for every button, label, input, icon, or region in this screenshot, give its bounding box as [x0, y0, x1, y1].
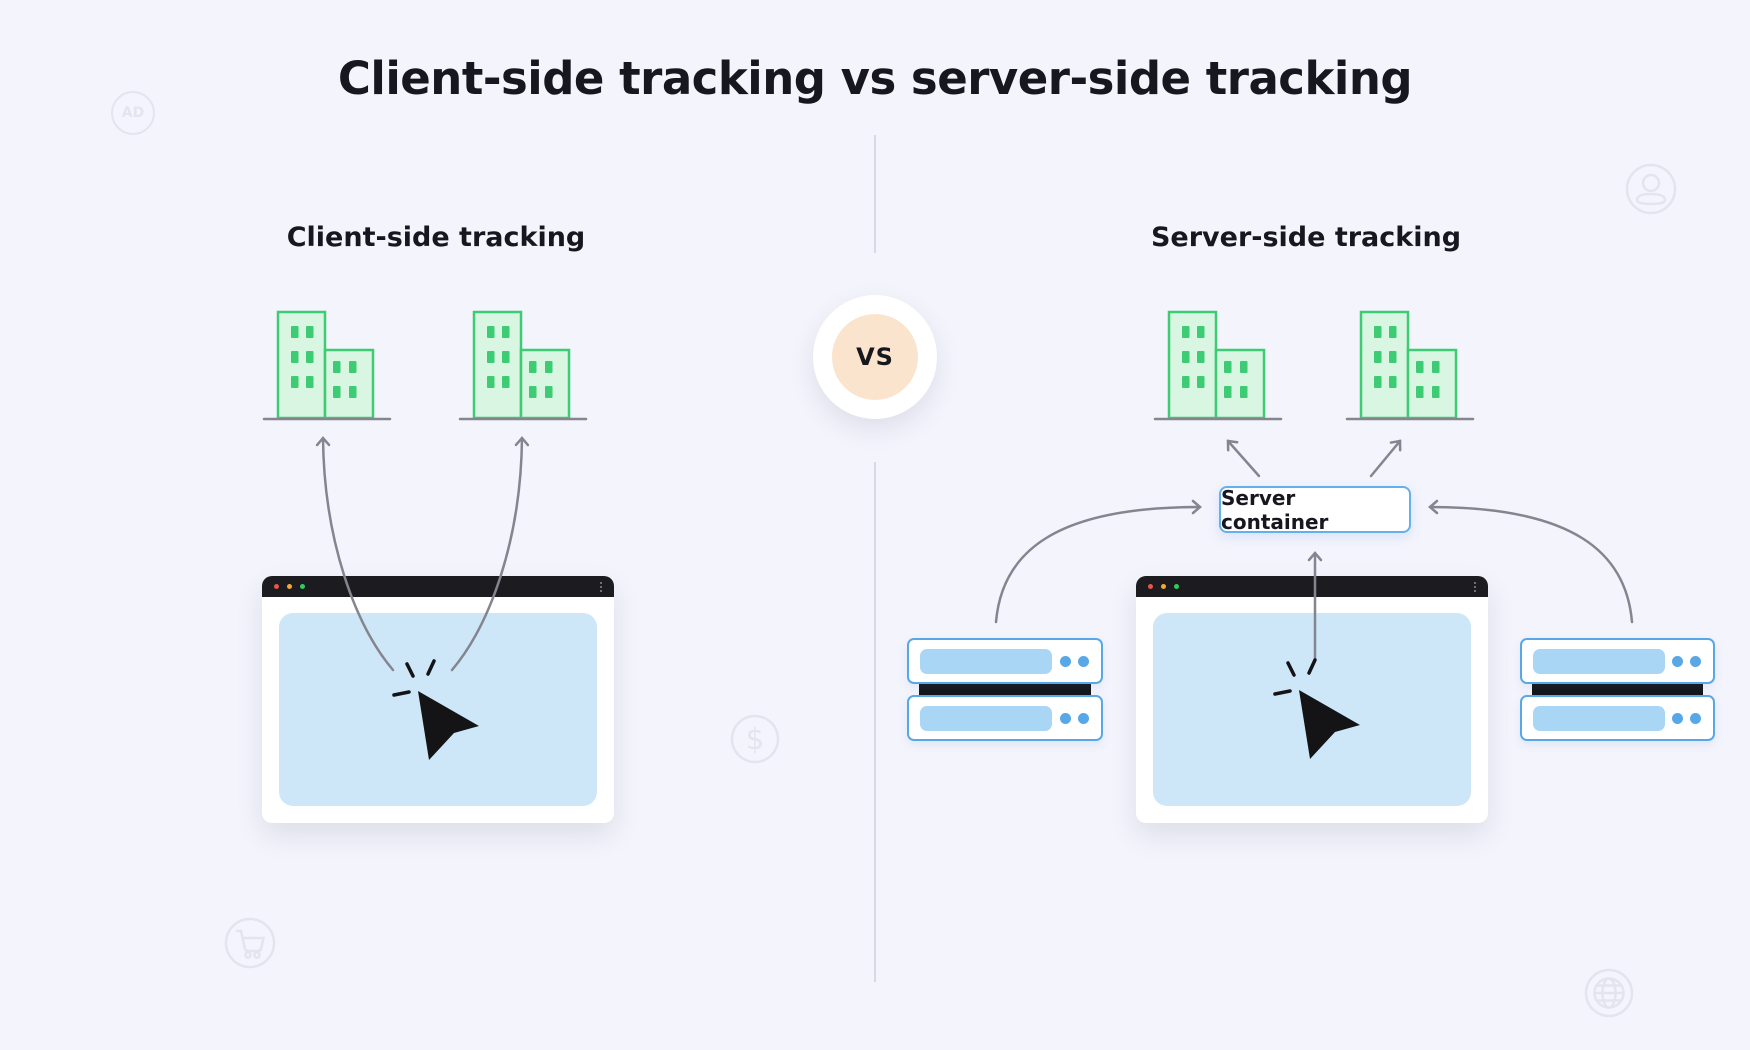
svg-text:$: $	[746, 722, 764, 756]
rack-led-lights	[1060, 713, 1089, 724]
click-cursor-icon	[392, 659, 479, 760]
arrow-container-to-building-right2	[1369, 439, 1402, 478]
rack-unit	[1520, 695, 1715, 741]
browser-titlebar	[262, 576, 614, 597]
traffic-light-orange-icon	[287, 584, 292, 589]
page-title: Client-side tracking vs server-side trac…	[337, 52, 1413, 105]
dollar-icon: $	[730, 714, 780, 764]
building-icon	[262, 310, 392, 421]
traffic-light-green-icon	[300, 584, 305, 589]
rack-led-lights	[1672, 656, 1701, 667]
divider-line-top	[874, 135, 876, 253]
server-side-heading: Server-side tracking	[1150, 222, 1462, 253]
server-rack-icon	[1520, 638, 1715, 741]
rack-unit	[1520, 638, 1715, 684]
cart-icon	[224, 917, 276, 969]
kebab-menu-icon	[600, 581, 602, 592]
traffic-light-red-icon	[274, 584, 279, 589]
click-cursor-icon	[1273, 658, 1360, 759]
traffic-light-red-icon	[1148, 584, 1153, 589]
divider-line-bottom	[874, 462, 876, 982]
building-icon	[458, 310, 588, 421]
traffic-light-green-icon	[1174, 584, 1179, 589]
building-icon	[1345, 310, 1475, 421]
kebab-menu-icon	[1474, 581, 1476, 592]
rack-drive-bar	[920, 706, 1052, 731]
rack-led-lights	[1672, 713, 1701, 724]
building-icon	[1153, 310, 1283, 421]
rack-separator	[919, 683, 1091, 696]
arrow-container-to-building-right1	[1226, 439, 1261, 478]
vs-badge: VS	[813, 295, 937, 419]
user-icon	[1625, 163, 1677, 215]
vs-badge-label: VS	[832, 314, 918, 400]
rack-led-lights	[1060, 656, 1089, 667]
rack-separator	[1532, 683, 1703, 696]
rack-unit	[907, 695, 1103, 741]
rack-unit	[907, 638, 1103, 684]
rack-drive-bar	[1533, 649, 1665, 674]
server-rack-icon	[907, 638, 1103, 741]
browser-window-client	[262, 576, 614, 823]
browser-titlebar	[1136, 576, 1488, 597]
globe-icon	[1584, 968, 1634, 1018]
traffic-light-orange-icon	[1161, 584, 1166, 589]
ad-badge-icon: AD	[111, 91, 155, 135]
client-side-heading: Client-side tracking	[286, 222, 586, 253]
rack-drive-bar	[1533, 706, 1665, 731]
server-container-box: Server container	[1219, 486, 1411, 534]
rack-drive-bar	[920, 649, 1052, 674]
